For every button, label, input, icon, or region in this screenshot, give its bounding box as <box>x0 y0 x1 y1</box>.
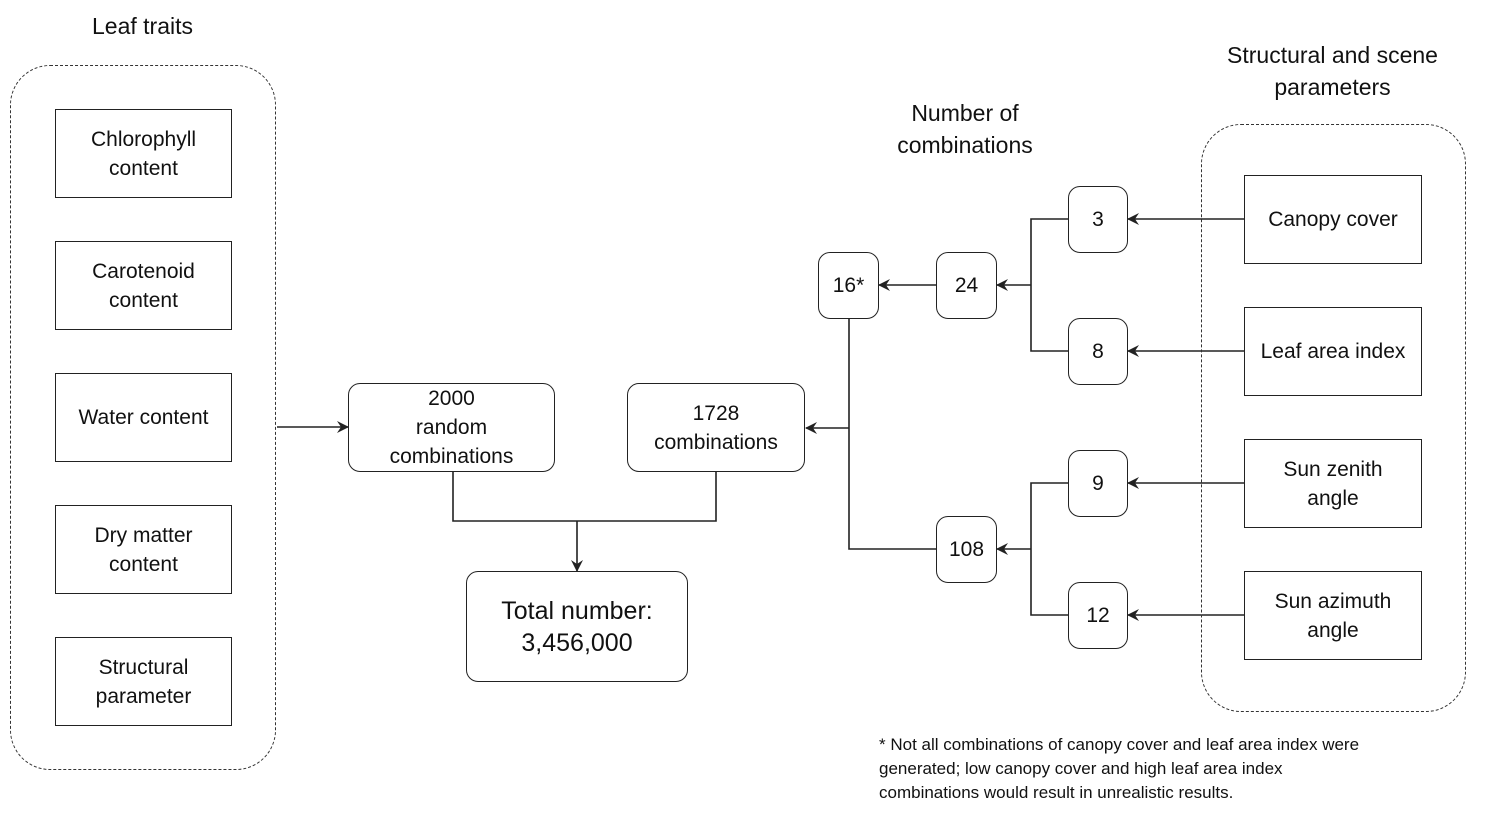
sun-zenith-count-box: 9 <box>1068 450 1128 517</box>
bracket-3-8 <box>1030 218 1068 352</box>
number-of-combinations-title: Number of combinations <box>897 100 1033 158</box>
sun-zenith-angle-box: Sun zenith angle <box>1244 439 1422 528</box>
sun-product-box: 108 <box>936 516 997 583</box>
total-number-box: Total number: 3,456,000 <box>466 571 688 682</box>
carotenoid-content-box: Carotenoid content <box>55 241 232 330</box>
random-combinations-box: 2000 random combinations <box>348 383 555 472</box>
canopy-cover-box: Canopy cover <box>1244 175 1422 264</box>
bracket-to-total <box>452 471 717 522</box>
cc-lai-product-box: 24 <box>936 252 997 319</box>
structural-parameter-box: Structural parameter <box>55 637 232 726</box>
sun-azimuth-count-box: 12 <box>1068 582 1128 649</box>
structural-params-group <box>1201 124 1466 712</box>
leaf-traits-title: Leaf traits <box>92 13 193 39</box>
canopy-cover-count-box: 3 <box>1068 186 1128 253</box>
structural-combinations-box: 1728 combinations <box>627 383 805 472</box>
leaf-traits-group <box>10 65 276 770</box>
bracket-16-108 <box>848 318 936 550</box>
sun-azimuth-angle-box: Sun azimuth angle <box>1244 571 1422 660</box>
lai-count-box: 8 <box>1068 318 1128 385</box>
water-content-box: Water content <box>55 373 232 462</box>
dry-matter-content-box: Dry matter content <box>55 505 232 594</box>
footnote: * Not all combinations of canopy cover a… <box>879 735 1360 802</box>
cc-lai-valid-box: 16* <box>818 252 879 319</box>
bracket-9-12 <box>1030 482 1068 616</box>
leaf-area-index-box: Leaf area index <box>1244 307 1422 396</box>
chlorophyll-content-box: Chlorophyll content <box>55 109 232 198</box>
structural-params-title: Structural and scene parameters <box>1227 42 1438 100</box>
